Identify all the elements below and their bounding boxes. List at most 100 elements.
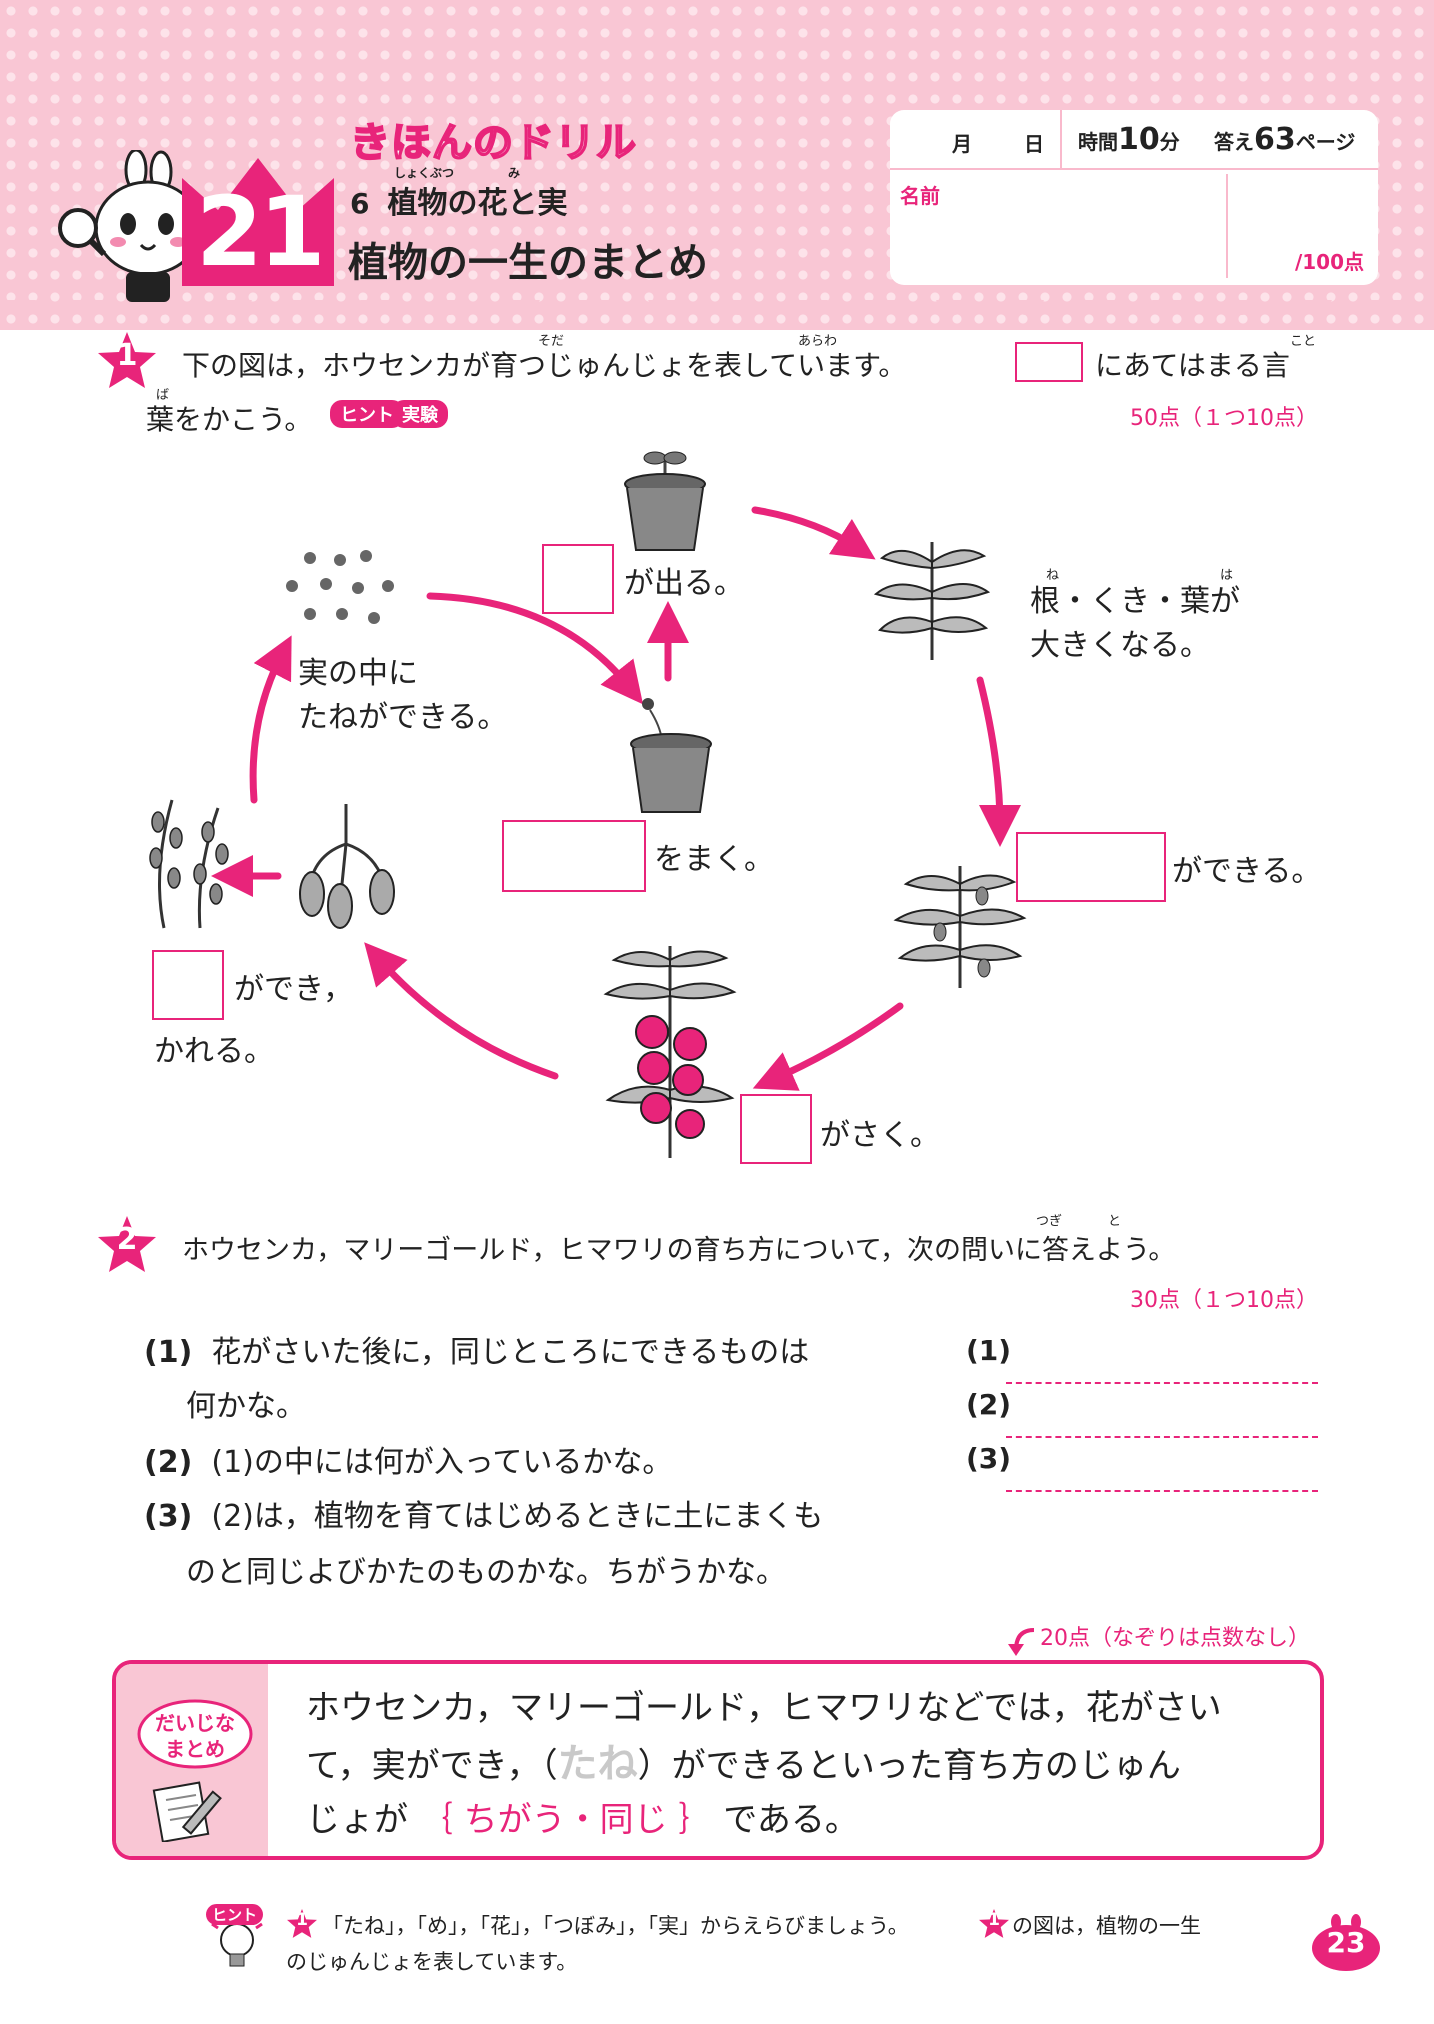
ruby-arawa: あらわ: [798, 334, 838, 349]
young-plant-icon: [873, 542, 991, 660]
hint-badge: ヒント: [330, 400, 404, 428]
ruby-ne: ね: [1046, 568, 1060, 583]
notebook-pencil-icon: [152, 1781, 222, 1842]
answer-box-bloom[interactable]: [740, 1094, 812, 1164]
time-unit: 分: [1159, 130, 1180, 154]
answer-page-label: 答え63ページ: [1214, 122, 1355, 157]
page-number-badge: [1312, 1914, 1380, 1971]
time-value: 10: [1118, 122, 1160, 157]
question-number-2: 2: [116, 1222, 138, 1257]
summary-line-3b: である。: [723, 1800, 859, 1840]
answer-page-number: 63: [1254, 122, 1296, 157]
q1-points: 50点（１つ10点）: [1130, 406, 1318, 431]
hint-text-2: の図は，植物の一生: [1012, 1914, 1201, 1938]
summary-badge-line1: だいじな: [155, 1711, 235, 1735]
hint-star-number-1: 1: [296, 1910, 308, 1930]
summary-line-3a: じょが: [306, 1800, 408, 1840]
sample-answer-box: [1015, 342, 1083, 382]
answer-line-1[interactable]: [1006, 1380, 1318, 1384]
trace-answer[interactable]: たね: [557, 1741, 638, 1787]
answer-label-1: (1): [966, 1334, 1012, 1367]
q2-item-2-line1: (1)の中には何が入っているかな。: [211, 1445, 673, 1480]
series-logo: きほんのドリル: [349, 119, 637, 167]
answer-line-2[interactable]: [1006, 1434, 1318, 1438]
ruby-sodatsu: そだ: [538, 334, 565, 349]
seeds-icon: [286, 550, 394, 624]
q2-item-2: (2) (1)の中には何が入っているかな。: [144, 1440, 672, 1486]
flowering-plant-icon: [603, 946, 737, 1158]
label-fruit-1: ができ，: [234, 972, 354, 1007]
question-star-icon-2: [98, 1216, 156, 1272]
q2-points: 30点（１つ10点）: [1130, 1288, 1318, 1313]
answer-box-sprout[interactable]: [542, 544, 614, 614]
answer-label-3: (3): [966, 1442, 1012, 1475]
time-label: 時間10分: [1078, 122, 1180, 157]
answer-box-sow[interactable]: [502, 820, 646, 892]
label-bud: ができる。: [1172, 854, 1322, 889]
summary-line-2: て，実ができ，（たね）ができるといった育ち方のじゅん: [306, 1736, 1181, 1794]
time-label-text: 時間: [1078, 130, 1118, 154]
summary-line-2b: ）ができるといった育ち方のじゅん: [637, 1746, 1181, 1786]
summary-line-2a: て，実ができ，（: [306, 1746, 558, 1786]
q2-item-2-label: (2): [144, 1445, 193, 1480]
q1-text-a: 下の図は，ホウセンカが育つじゅんじょを表しています。: [182, 349, 907, 382]
name-score-divider: [1226, 174, 1228, 278]
answer-box-bud[interactable]: [1016, 832, 1166, 902]
q2-item-3-line2: のと同じよびかたのものかな。ちがうかな。: [186, 1555, 786, 1590]
sowing-pot-icon: [630, 698, 712, 813]
info-divider: [1060, 110, 1062, 168]
info-row-date: [890, 110, 1378, 170]
label-seed-1: 実の中に: [298, 656, 418, 691]
sprout-pot-icon: [624, 451, 706, 551]
answer-line-3[interactable]: [1006, 1488, 1318, 1492]
q1-text-c: 葉をかこう。: [146, 403, 313, 436]
points-arrow-icon: [1008, 1628, 1035, 1656]
page-title: 植物の一生のまとめ: [348, 240, 708, 286]
question-number-1: 1: [116, 338, 138, 373]
q2-item-1-label: (1): [144, 1335, 193, 1370]
summary-badge-line2: まとめ: [165, 1737, 225, 1761]
q2-item-1-line1: 花がさいた後に，同じところにできるものは: [211, 1335, 810, 1370]
summary-box: [112, 1660, 1324, 1860]
ruby-mi: み: [508, 166, 521, 180]
name-label: 名前: [900, 184, 940, 208]
q2-item-1: (1) 花がさいた後に，同じところにできるものは: [144, 1330, 809, 1376]
hint-footer-badge: ヒント: [206, 1904, 264, 1925]
hint-star-icon-1: [287, 1909, 317, 1938]
bud-plant-icon: [893, 866, 1027, 988]
question-star-icon: [98, 332, 156, 388]
speech-bubble-icon: [137, 1699, 253, 1769]
label-sow: をまく。: [654, 842, 774, 877]
answer-label-text: 答え: [1214, 130, 1254, 154]
withered-plant-icon: [149, 799, 229, 929]
hint-star-number-2: 1: [988, 1910, 1000, 1930]
label-grow-1: 根・くき・葉が: [1030, 584, 1240, 619]
fruit-pods-icon: [299, 804, 395, 929]
hint-text-3: のじゅんじょを表しています。: [286, 1950, 578, 1974]
label-grow-2: 大きくなる。: [1030, 628, 1210, 663]
crown-badge-icon: [182, 158, 334, 286]
hint-text-1: 「たね」，「め」，「花」，「つぼみ」，「実」からえらびましょう。: [322, 1914, 909, 1938]
ruby-ba: ば: [156, 388, 170, 403]
chapter-number: 6: [350, 187, 370, 220]
q2-item-3-line1: (2)は，植物を育てはじめるときに土にまくも: [211, 1499, 824, 1534]
life-cycle-arrows: [211, 506, 1021, 1091]
q2-item-3-label: (3): [144, 1499, 193, 1534]
summary-choice[interactable]: ｛ ちがう・同じ ｝: [418, 1800, 713, 1840]
label-seed-2: たねができる。: [298, 700, 508, 735]
info-box: 月 日 時間10分 答え63ページ 名前 /100点: [890, 110, 1378, 285]
experiment-badge: 実験: [392, 400, 448, 428]
chapter-title: 植物の花と実: [387, 186, 568, 221]
summary-badge-text: だいじな まとめ: [136, 1710, 254, 1762]
day-label: 日: [1024, 132, 1044, 156]
answer-box-fruit[interactable]: [152, 950, 224, 1020]
ruby-ha: は: [1220, 568, 1234, 583]
q1-text-b: にあてはまる言: [1095, 349, 1290, 382]
q2-item-1-line2: 何かな。: [186, 1389, 306, 1424]
chapter-heading: 6 植物の花と実: [350, 178, 567, 222]
ruby-tsugi: つぎ: [1036, 1214, 1063, 1229]
answer-unit: ページ: [1295, 130, 1356, 154]
q2-item-3: (3) (2)は，植物を育てはじめるときに土にまくも: [144, 1494, 823, 1540]
summary-line-1: ホウセンカ，マリーゴールド，ヒマワリなどでは，花がさい: [306, 1688, 1222, 1728]
header-wave: [0, 300, 1434, 315]
